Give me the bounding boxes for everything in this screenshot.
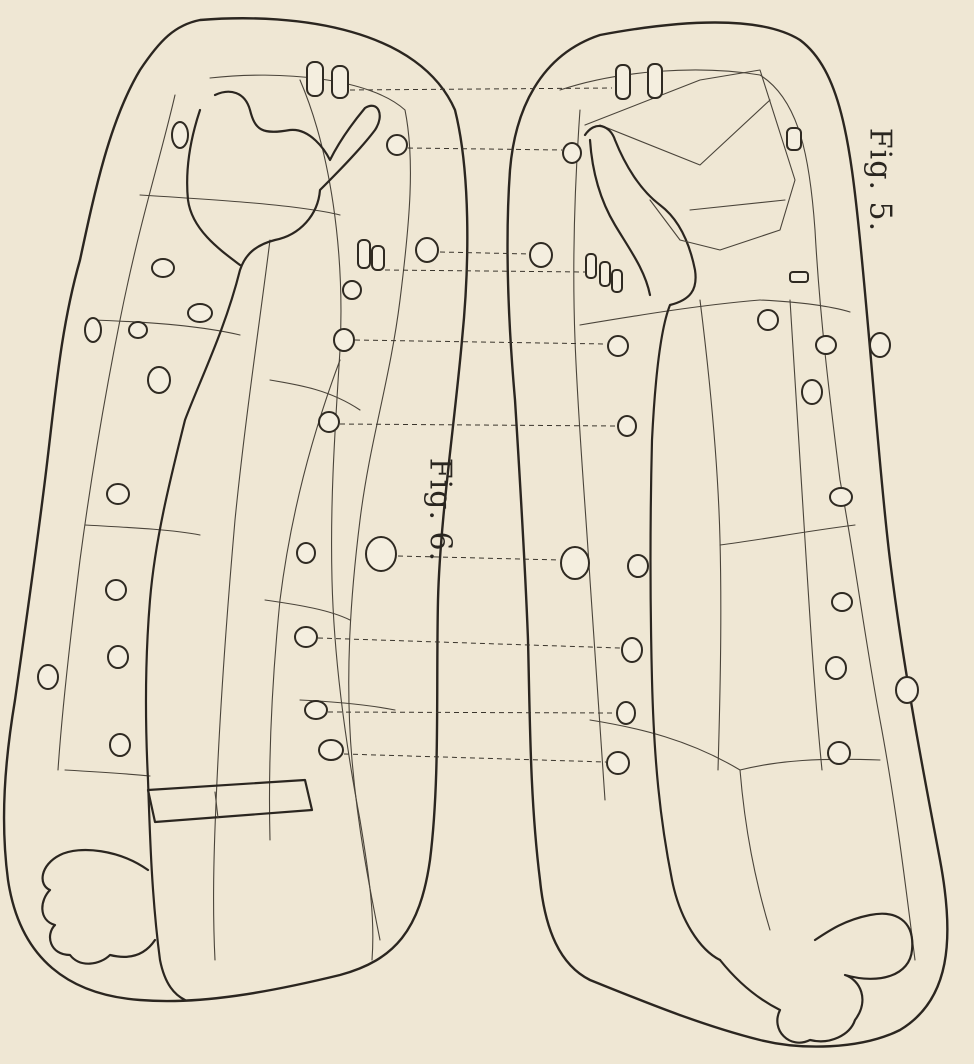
segment-line — [760, 300, 850, 312]
spot-mark — [172, 122, 188, 148]
spot-mark — [628, 555, 648, 577]
spot-mark — [828, 742, 850, 764]
spot-mark — [188, 304, 212, 322]
spot-mark — [612, 270, 622, 292]
segment-line — [720, 525, 855, 545]
spot-mark — [896, 677, 918, 703]
spot-mark — [618, 416, 636, 436]
spot-mark — [110, 734, 130, 756]
figure-6-inner-line-3 — [300, 80, 373, 960]
correspondence-dashed-line — [340, 424, 616, 426]
spot-mark — [106, 580, 126, 600]
spot-mark — [297, 543, 315, 563]
figure-5-foot — [720, 914, 912, 1043]
spot-mark — [148, 367, 170, 393]
spot-mark — [366, 537, 396, 571]
spot-mark — [334, 329, 354, 351]
spot-mark — [416, 238, 438, 262]
figure-6-spots — [38, 62, 438, 760]
correspondence-dashed-line — [440, 252, 530, 254]
figure-6-drawing — [4, 18, 467, 1001]
correspondence-dashed-line — [350, 88, 612, 90]
spot-mark — [622, 638, 642, 662]
segment-line — [690, 200, 785, 210]
spot-mark — [787, 128, 801, 150]
figure-5-inner-line-4 — [790, 300, 822, 770]
correspondence-dashed-line — [318, 638, 620, 648]
segment-line — [65, 770, 150, 776]
figure-5-inner-line-3 — [700, 300, 721, 770]
spot-mark — [107, 484, 129, 504]
spot-mark — [319, 740, 343, 760]
figure-5-arm-outline — [585, 126, 720, 960]
spot-mark — [826, 657, 846, 679]
spot-mark — [108, 646, 128, 668]
correspondence-dashed-line — [408, 148, 562, 150]
figure-6-label: Fig. 6. — [423, 458, 458, 562]
spot-mark — [586, 254, 596, 278]
spot-mark — [608, 336, 628, 356]
spot-mark — [790, 272, 808, 282]
spot-mark — [319, 412, 339, 432]
segment-line — [740, 770, 770, 930]
spot-mark — [600, 262, 610, 286]
spot-mark — [295, 627, 317, 647]
segment-line — [85, 525, 200, 535]
segment-line — [740, 759, 880, 770]
segment-line — [140, 195, 340, 215]
figure-5-spots — [530, 64, 918, 774]
spot-mark — [307, 62, 323, 96]
spot-mark — [530, 243, 552, 267]
figure-5-label: Fig. 5. — [863, 128, 898, 232]
figure-5-inner-line-2 — [574, 110, 605, 800]
segment-line — [580, 300, 760, 325]
spot-mark — [758, 310, 778, 330]
spot-mark — [305, 701, 327, 719]
correspondence-dashed-line — [328, 712, 616, 713]
spot-mark — [129, 322, 147, 338]
figure-6-inner-line-4 — [214, 240, 270, 960]
segment-line — [600, 100, 770, 165]
spot-mark — [372, 246, 384, 270]
spot-mark — [802, 380, 822, 404]
figure-6-arm-outline-2 — [187, 110, 240, 265]
spot-mark — [832, 593, 852, 611]
spot-mark — [343, 281, 361, 299]
spot-mark — [561, 547, 589, 579]
correspondence-dashed-line — [355, 340, 606, 344]
spot-mark — [38, 665, 58, 689]
spot-mark — [607, 752, 629, 774]
segment-line — [90, 320, 240, 335]
spot-mark — [85, 318, 101, 342]
correspondence-lines — [318, 88, 620, 762]
spot-mark — [648, 64, 662, 98]
spot-mark — [816, 336, 836, 354]
correspondence-dashed-line — [385, 270, 585, 272]
spot-mark — [332, 66, 348, 98]
spot-mark — [616, 65, 630, 99]
spot-mark — [870, 333, 890, 357]
spot-mark — [830, 488, 852, 506]
spot-mark — [563, 143, 581, 163]
figure-6-arm-outline — [146, 92, 380, 1000]
segment-line — [265, 600, 350, 620]
segment-line — [270, 380, 360, 410]
spot-mark — [387, 135, 407, 155]
figure-6-foot — [42, 850, 155, 964]
spot-mark — [617, 702, 635, 724]
spot-mark — [358, 240, 370, 268]
spot-mark — [152, 259, 174, 277]
correspondence-dashed-line — [344, 754, 606, 762]
figure-6-band — [148, 780, 312, 822]
